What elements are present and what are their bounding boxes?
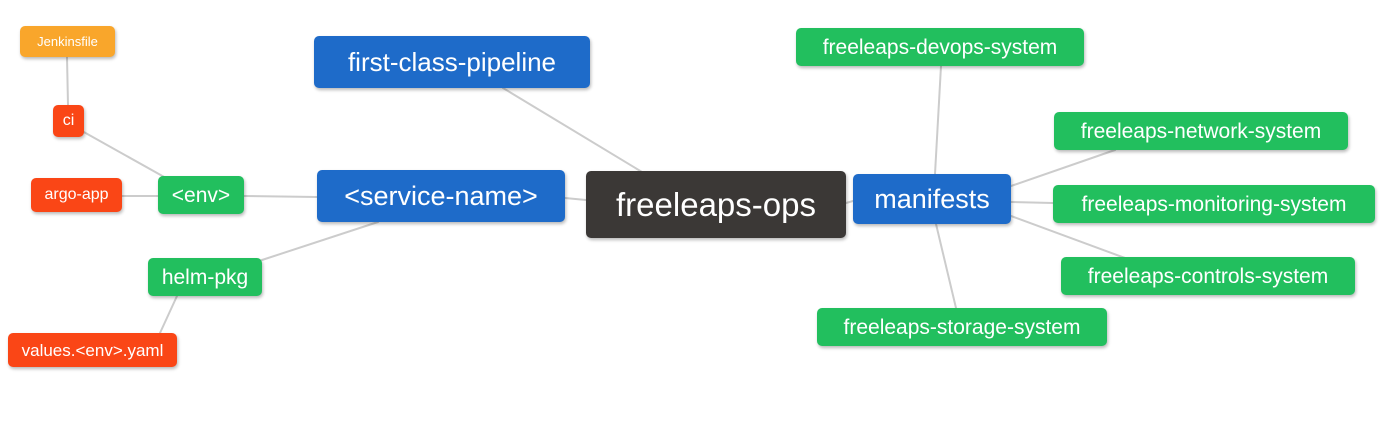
node-env[interactable]: <env> bbox=[158, 176, 244, 214]
node-freeleaps-monitoring-system[interactable]: freeleaps-monitoring-system bbox=[1053, 185, 1375, 223]
edge-values-env-yaml-to-helm-pkg bbox=[159, 295, 178, 334]
edge-helm-pkg-to-service-name bbox=[261, 221, 379, 261]
edge-ci-to-env bbox=[81, 130, 167, 179]
node-manifests[interactable]: manifests bbox=[853, 174, 1011, 224]
node-jenkinsfile[interactable]: Jenkinsfile bbox=[20, 26, 115, 57]
edge-manifests-to-freeleaps-controls-system bbox=[1010, 215, 1126, 259]
edge-manifests-to-freeleaps-storage-system bbox=[935, 223, 957, 309]
node-freeleaps-controls-system[interactable]: freeleaps-controls-system bbox=[1061, 257, 1355, 295]
node-helm-pkg[interactable]: helm-pkg bbox=[148, 258, 262, 296]
edge-env-to-service-name bbox=[243, 195, 318, 198]
edge-manifests-to-freeleaps-devops-system bbox=[934, 65, 942, 175]
node-values-env-yaml[interactable]: values.<env>.yaml bbox=[8, 333, 177, 367]
edge-manifests-to-freeleaps-monitoring-system bbox=[1010, 201, 1054, 204]
edge-jenkinsfile-to-ci bbox=[66, 56, 69, 106]
edge-manifests-to-freeleaps-network-system bbox=[1010, 149, 1116, 187]
node-first-class-pipeline[interactable]: first-class-pipeline bbox=[314, 36, 590, 88]
node-freeleaps-storage-system[interactable]: freeleaps-storage-system bbox=[817, 308, 1107, 346]
node-service-name[interactable]: <service-name> bbox=[317, 170, 565, 222]
edge-freeleaps-ops-to-manifests bbox=[845, 200, 854, 204]
node-freeleaps-network-system[interactable]: freeleaps-network-system bbox=[1054, 112, 1348, 150]
node-argo-app[interactable]: argo-app bbox=[31, 178, 122, 212]
node-freeleaps-ops[interactable]: freeleaps-ops bbox=[586, 171, 846, 238]
node-freeleaps-devops-system[interactable]: freeleaps-devops-system bbox=[796, 28, 1084, 66]
edge-first-class-pipeline-to-freeleaps-ops bbox=[502, 87, 643, 173]
node-ci[interactable]: ci bbox=[53, 105, 84, 137]
edge-service-name-to-freeleaps-ops bbox=[564, 197, 587, 201]
